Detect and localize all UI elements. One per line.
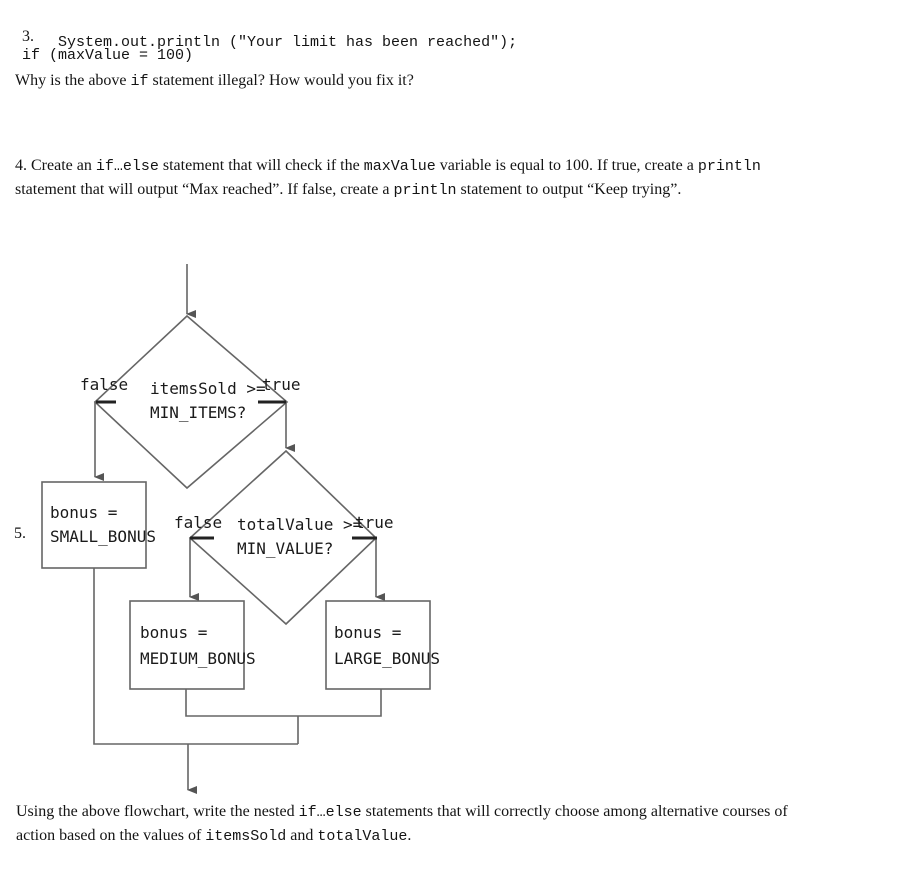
q5-number: 5. bbox=[14, 525, 26, 542]
q3-question-pre: Why is the above bbox=[15, 72, 131, 89]
box-medium-line1: bonus = bbox=[140, 623, 207, 642]
decision1-true-label: true bbox=[262, 375, 301, 394]
box-small-bonus bbox=[41, 481, 147, 569]
q3-code-line1: 3. if (maxValue = 100) bbox=[14, 10, 193, 64]
decision2-true-line bbox=[352, 537, 385, 601]
decision2-false-label: false bbox=[174, 513, 222, 532]
q4-l2-b: statement to output “Keep trying”. bbox=[456, 181, 682, 198]
q5-line1: Using the above flowchart, write the nes… bbox=[16, 803, 788, 821]
q4-l1-code1: if…else bbox=[95, 158, 159, 175]
decision2-text-line2: MIN_VALUE? bbox=[237, 539, 333, 558]
merge-outer bbox=[93, 568, 298, 745]
q3-question: Why is the above if statement illegal? H… bbox=[15, 72, 414, 90]
box-small-line2: SMALL_BONUS bbox=[50, 527, 156, 546]
box-large-bonus bbox=[325, 600, 431, 690]
q4-l2-a: statement that will output “Max reached”… bbox=[15, 181, 394, 198]
q3-code-line2: System.out.println ("Your limit has been… bbox=[58, 34, 518, 51]
decision2-diamond bbox=[188, 449, 378, 626]
decision1-false-label: false bbox=[80, 375, 128, 394]
box-small-line1: bonus = bbox=[50, 503, 117, 522]
q4-number: 4. bbox=[15, 157, 27, 174]
box-medium-line2: MEDIUM_BONUS bbox=[140, 649, 256, 668]
q5-l2-b: and bbox=[286, 827, 318, 844]
q3-question-post: statement illegal? How would you fix it? bbox=[148, 72, 414, 89]
decision1-true-line bbox=[258, 401, 295, 452]
decision1-false-line bbox=[94, 401, 116, 481]
decision1-diamond bbox=[93, 314, 289, 490]
q5-l2-code2: totalValue bbox=[317, 828, 408, 845]
decision2-text-line1: totalValue >= bbox=[237, 515, 362, 534]
decision1-text-line2: MIN_ITEMS? bbox=[150, 403, 246, 422]
q4-l2-code1: println bbox=[393, 182, 457, 199]
merge-inner bbox=[185, 689, 382, 717]
q5-l2-c: . bbox=[407, 827, 412, 844]
box-large-line2: LARGE_BONUS bbox=[334, 649, 440, 668]
q5-l1-a: Using the above flowchart, write the nes… bbox=[16, 803, 299, 820]
decision2-true-label: true bbox=[355, 513, 394, 532]
q4-line2: statement that will output “Max reached”… bbox=[15, 181, 681, 199]
q5-l2-a: action based on the values of bbox=[16, 827, 206, 844]
q5-l2-code1: itemsSold bbox=[205, 828, 287, 845]
q4-line1: 4. Create an if…else statement that will… bbox=[15, 157, 761, 175]
q5-l1-code1: if…else bbox=[298, 804, 362, 821]
box-large-line1: bonus = bbox=[334, 623, 401, 642]
q4-l1-b: statement that will check if the bbox=[158, 157, 364, 174]
q4-l1-c: variable is equal to 100. If true, creat… bbox=[435, 157, 698, 174]
q4-l1-a: Create an bbox=[27, 157, 96, 174]
box-medium-bonus bbox=[129, 600, 245, 690]
q3-question-code: if bbox=[130, 73, 149, 90]
q4-l1-code2: maxValue bbox=[363, 158, 436, 175]
q5-l1-b: statements that will correctly choose am… bbox=[361, 803, 788, 820]
decision1-text-line1: itemsSold >= bbox=[150, 379, 266, 398]
q5-line2: action based on the values of itemsSold … bbox=[16, 827, 411, 845]
decision2-false-line bbox=[189, 537, 214, 601]
q3-code-line1-text: if (maxValue = 100) bbox=[22, 47, 194, 64]
q4-l1-code3: println bbox=[697, 158, 761, 175]
q3-number: 3. bbox=[22, 28, 34, 45]
